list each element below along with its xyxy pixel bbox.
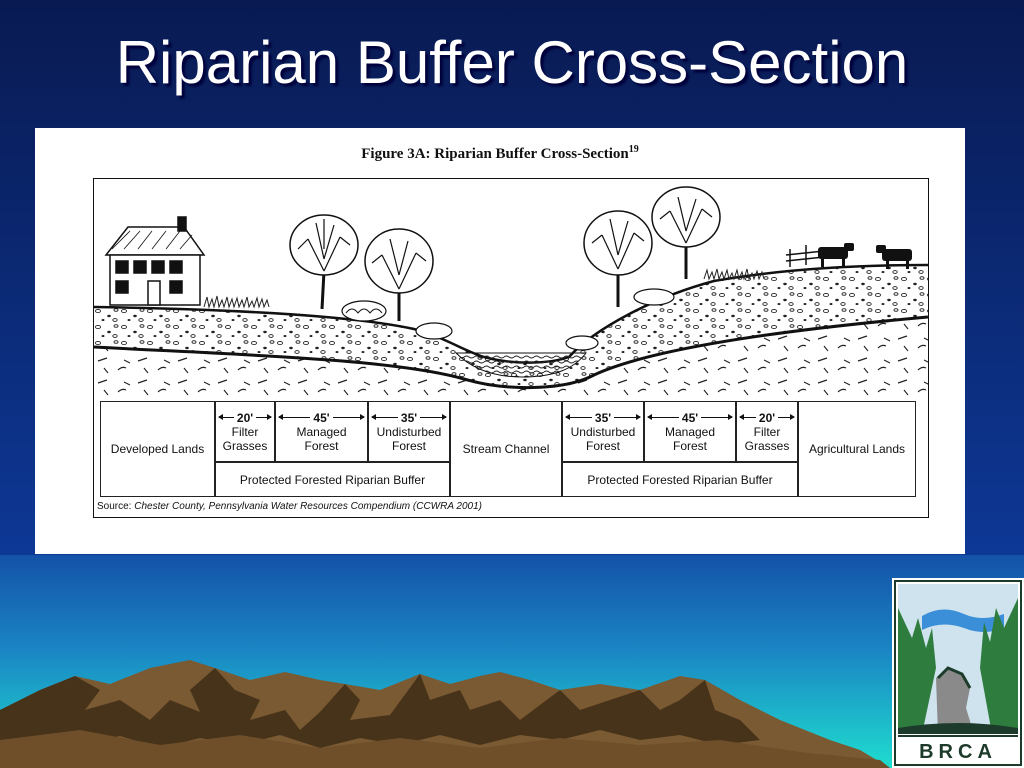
zone-label: Forest (391, 438, 426, 453)
shrub-icon (341, 300, 453, 340)
brca-logo: BRCA (892, 578, 1024, 768)
stream-water (454, 352, 588, 378)
zone-right-undisturbed-forest: 35' Undisturbed Forest (562, 401, 644, 462)
zone-label: Agricultural Lands (808, 442, 906, 456)
zone-label: Managed (296, 424, 347, 439)
tree-icon (289, 214, 359, 310)
zone-left-protected-buffer: Protected Forested Riparian Buffer (215, 462, 450, 497)
width-dimension: 45' (645, 411, 735, 425)
grass-left (203, 295, 270, 309)
width-dimension: 20' (216, 411, 274, 425)
width-value: 20' (236, 410, 254, 425)
slide-title: Riparian Buffer Cross-Section (115, 29, 909, 96)
source-text: Chester County, Pennsylvania Water Resou… (134, 501, 482, 512)
zone-left-undisturbed-forest: 35' Undisturbed Forest (368, 401, 450, 462)
figure-caption-footnote: 19 (628, 144, 639, 155)
tree-icon (583, 210, 653, 307)
zone-agricultural-lands: Agricultural Lands (798, 401, 916, 497)
figure-caption: Figure 3A: Riparian Buffer Cross-Section… (35, 144, 965, 163)
zone-label: Undisturbed (570, 424, 636, 439)
bedrock-layer (94, 317, 928, 401)
zone-label: Stream Channel (462, 442, 550, 456)
logo-text: BRCA (919, 741, 997, 763)
zone-label: Developed Lands (110, 442, 205, 456)
width-value: 45' (313, 410, 330, 425)
zone-left-managed-forest: 45' Managed Forest (275, 401, 368, 462)
zone-right-filter-grasses: 20' Filter Grasses (736, 401, 798, 462)
mountain-range (0, 660, 890, 768)
zone-developed-lands: Developed Lands (100, 401, 215, 497)
fence-icon (785, 245, 825, 267)
zone-label: Forest (585, 438, 620, 453)
width-value: 35' (400, 410, 418, 425)
zone-label: Grasses (222, 438, 268, 453)
zone-label: Grasses (744, 438, 790, 453)
width-dimension: 20' (737, 411, 797, 425)
tree-icon (651, 186, 721, 279)
zone-label: Protected Forested Riparian Buffer (239, 472, 426, 487)
figure-caption-text: Figure 3A: Riparian Buffer Cross-Section (361, 146, 629, 162)
width-dimension: 35' (369, 411, 449, 425)
cross-section-illustration (94, 186, 928, 401)
zone-label: Filter (753, 424, 781, 439)
width-value: 20' (758, 410, 776, 425)
shrub-icon (565, 288, 675, 351)
grass-right (703, 268, 765, 281)
width-dimension: 45' (276, 411, 367, 425)
zone-right-managed-forest: 45' Managed Forest (644, 401, 736, 462)
zone-left-filter-grasses: 20' Filter Grasses (215, 401, 275, 462)
zone-label: Forest (304, 438, 339, 453)
figure-card: Figure 3A: Riparian Buffer Cross-Section… (35, 128, 965, 554)
width-value: 45' (681, 410, 699, 425)
width-value: 35' (594, 410, 612, 425)
tree-icon (364, 228, 434, 321)
zone-stream-channel: Stream Channel (450, 401, 562, 497)
cow-icon (818, 243, 854, 267)
zone-table: Developed Lands 20' Filter Grasses 45' M… (100, 401, 916, 497)
figure-source: Source: Chester County, Pennsylvania Wat… (97, 501, 482, 512)
source-lead: Source: (97, 501, 132, 512)
cow-icon (876, 245, 912, 269)
soil-bedrock-boundary (94, 315, 928, 389)
zone-label: Forest (672, 438, 707, 453)
zone-label: Filter (231, 424, 259, 439)
house-icon (104, 216, 206, 306)
zone-right-protected-buffer: Protected Forested Riparian Buffer (562, 462, 798, 497)
zone-label: Undisturbed (376, 424, 442, 439)
cross-section-diagram: Developed Lands 20' Filter Grasses 45' M… (93, 178, 929, 518)
zone-label: Protected Forested Riparian Buffer (587, 472, 773, 487)
zone-label: Managed (664, 424, 716, 439)
width-dimension: 35' (563, 411, 643, 425)
